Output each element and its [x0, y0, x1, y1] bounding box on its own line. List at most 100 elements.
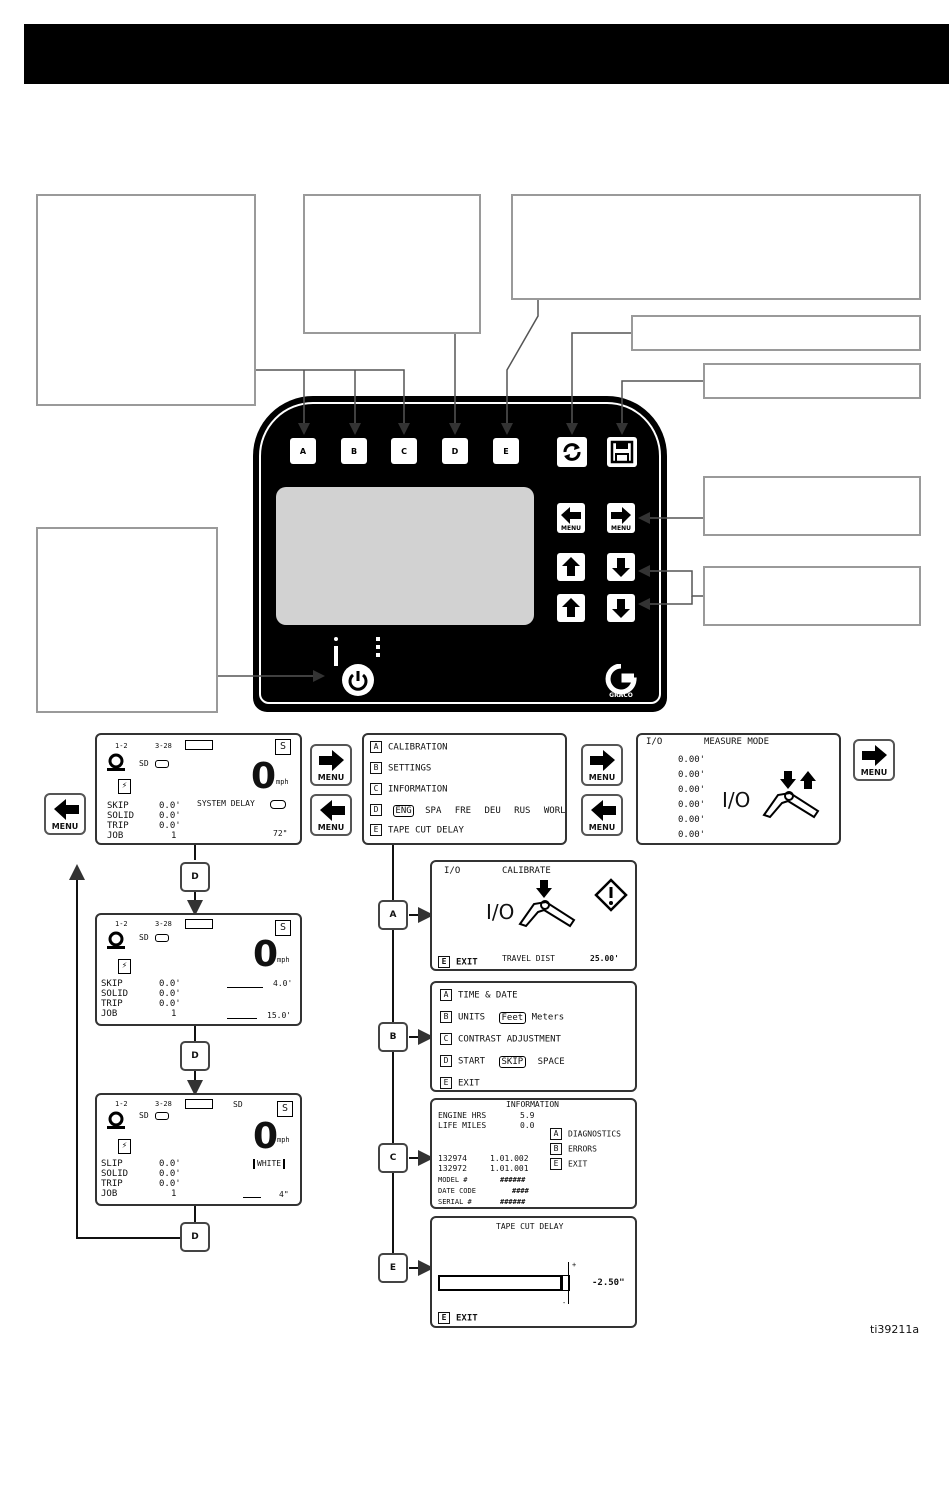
info-row-key: MODEL # [438, 1176, 468, 1184]
row-label: TRIP [101, 999, 123, 1009]
start-space: SPACE [537, 1056, 565, 1067]
refresh-button[interactable] [557, 437, 587, 467]
row-value: 1 [171, 831, 177, 841]
menu-item-language[interactable]: D ENG SPA FRE DEU RUS WORLD [370, 804, 565, 817]
soft-key-a[interactable]: A [290, 438, 316, 464]
lane-indicator [185, 1099, 213, 1109]
info-row-key: 132972 [438, 1164, 467, 1173]
calibrate-title: CALIBRATE [502, 866, 551, 876]
engine-hrs-value: 5.9 [520, 1111, 535, 1120]
engine-hrs-label: ENGINE HRS [438, 1111, 487, 1120]
soft-key-c[interactable]: C [391, 438, 417, 464]
row-label: SOLID [101, 1169, 129, 1179]
row-label: SOLID [107, 811, 135, 821]
row-label: JOB [101, 1009, 118, 1019]
io-label-large: I/O [722, 788, 751, 812]
menu-forward-key-2[interactable]: MENU [581, 744, 623, 786]
main-screen-3: 1-2 3-28 SD S SD 0 mph ⚡ SLIP SOLID TRIP… [95, 1093, 302, 1206]
row-label: SOLID [101, 989, 129, 999]
soft-key-e[interactable]: E [493, 438, 519, 464]
down-button-2[interactable] [607, 594, 635, 622]
menu-left-button[interactable]: MENU [557, 503, 585, 533]
tab-label: 1-2 [115, 920, 128, 928]
speed-value: 0 [253, 934, 279, 975]
sd-label: SD [139, 1111, 149, 1120]
pattern-icon [243, 1193, 261, 1198]
measure-value: 0.00' [678, 800, 706, 810]
tab-label: 1-2 [115, 1100, 128, 1108]
s-badge: S [275, 920, 291, 936]
skip-pattern-icon [227, 983, 263, 988]
arrow-up-icon [562, 557, 580, 576]
menu-label: MENU [588, 823, 616, 832]
row-value: 0.0' [159, 979, 181, 989]
figure-id: ti39211a [870, 1323, 920, 1336]
flow-key-c: C [378, 1143, 408, 1173]
arrow-right-icon [319, 750, 344, 771]
lang-deu: DEU [484, 805, 501, 816]
battery-icon: ⚡ [118, 779, 131, 794]
battery-icon: ⚡ [118, 1139, 131, 1154]
menu-back-key[interactable]: MENU [44, 793, 86, 835]
row-value: 1 [171, 1189, 177, 1199]
info-row-key: SERIAL # [438, 1198, 472, 1206]
callout-refresh-key [631, 315, 921, 351]
menu-label: MENU [317, 823, 345, 832]
lang-eng: ENG [393, 804, 414, 817]
power-button[interactable] [342, 664, 374, 696]
row-label: SKIP [107, 801, 129, 811]
up-button-1[interactable] [557, 553, 585, 581]
soft-key-d[interactable]: D [442, 438, 468, 464]
menu-back-key-2[interactable]: MENU [581, 794, 623, 836]
row-label: JOB [107, 831, 124, 841]
down-button-1[interactable] [607, 553, 635, 581]
delay-bar-marker [562, 1275, 570, 1291]
row-label: TRIP [107, 821, 129, 831]
arrow-down-icon [612, 599, 630, 618]
save-button[interactable] [607, 437, 637, 467]
travel-dist-value: 25.00' [590, 954, 619, 963]
row-value: 0.0' [159, 1179, 181, 1189]
flow-key-b: B [378, 1022, 408, 1052]
space-length-value: 15.0' [267, 1011, 292, 1020]
row-value: 0.0' [159, 989, 181, 999]
menu-back-key-1[interactable]: MENU [310, 794, 352, 836]
status-indicator-i [334, 637, 338, 667]
measure-value: 0.00' [678, 785, 706, 795]
space-pattern-icon [227, 1014, 257, 1019]
menu-forward-key-3[interactable]: MENU [853, 739, 895, 781]
io-switch-icon [762, 771, 820, 819]
skip-length-value: 4.0' [273, 979, 293, 988]
arrow-down-icon [612, 558, 630, 577]
speed-unit: mph [276, 778, 289, 786]
tab-label: 3-28 [155, 742, 172, 750]
menu-forward-key-1[interactable]: MENU [310, 744, 352, 786]
tab-label: 1-2 [115, 742, 128, 750]
sd-label: SD [139, 759, 149, 768]
soft-key-b[interactable]: B [341, 438, 367, 464]
row-value: 0.0' [159, 1159, 181, 1169]
lane-indicator [185, 740, 213, 750]
callout-menu-keys [703, 476, 921, 536]
up-button-2[interactable] [557, 594, 585, 622]
arrow-left-icon [320, 800, 345, 821]
menu-right-button[interactable]: MENU [607, 503, 635, 533]
arrow-left-icon: MENU [561, 507, 581, 532]
lang-rus: RUS [514, 805, 531, 816]
